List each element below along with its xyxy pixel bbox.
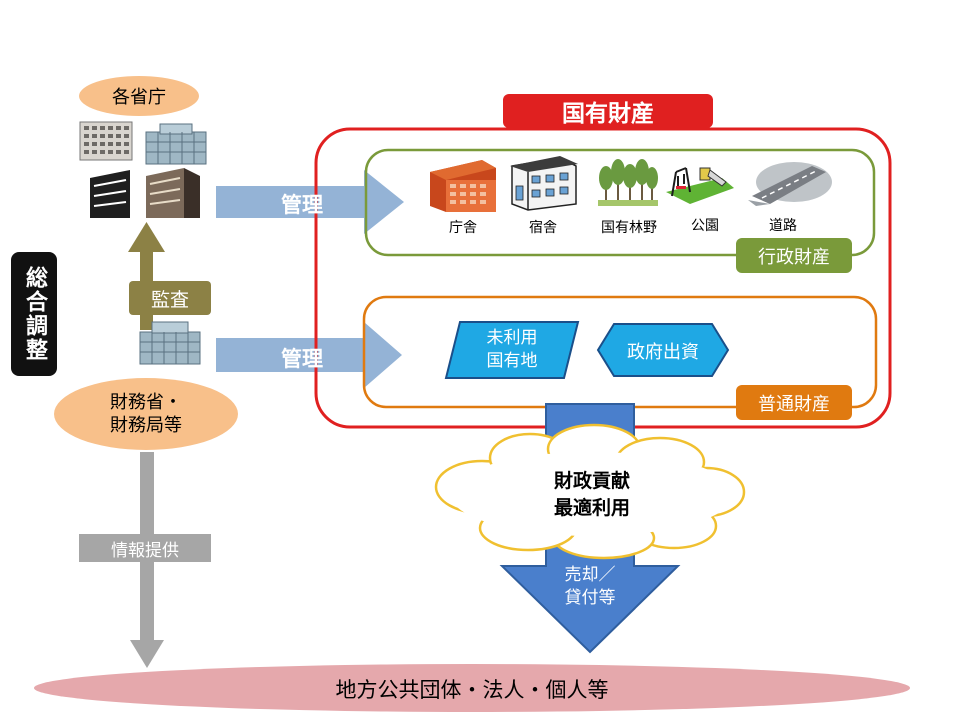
manage-upper-label: 管理 xyxy=(281,193,323,217)
bottom-recipients-label: 地方公共団体・法人・個人等 xyxy=(335,678,609,702)
info-provision-box: 情報提供 xyxy=(79,534,211,562)
sale-lease-line2: 貸付等 xyxy=(564,588,616,608)
state-property-title-box: 国有財産 xyxy=(503,94,713,128)
mof-label-line2: 財務局等 xyxy=(110,415,182,436)
cloud-line1: 財政貢献 xyxy=(553,470,630,492)
general-property-tag: 普通財産 xyxy=(736,385,852,420)
investment-label: 政府出資 xyxy=(627,342,699,363)
investment-shape xyxy=(596,323,730,377)
item-label-park: 公園 xyxy=(691,218,719,234)
ministries-label: 各省庁 xyxy=(112,87,166,108)
manage-lower-label: 管理 xyxy=(281,347,323,371)
unused-land-shape xyxy=(444,321,580,379)
info-provision-label: 情報提供 xyxy=(111,540,179,561)
national-forest-icon xyxy=(598,159,658,206)
ministry-buildings-icon xyxy=(79,121,207,218)
administrative-property-tag: 行政財産 xyxy=(736,238,852,273)
road-icon xyxy=(748,162,832,206)
item-label-office: 庁舎 xyxy=(449,220,477,236)
sale-lease-text: 売却／ 貸付等 xyxy=(540,562,640,612)
ministries-oval: 各省庁 xyxy=(79,76,199,116)
item-label-housing: 宿舎 xyxy=(529,220,557,236)
audit-label: 監査 xyxy=(150,288,189,311)
administrative-property-box xyxy=(364,148,876,257)
manage-arrow-upper xyxy=(216,170,404,234)
manage-arrow-lower xyxy=(216,322,402,388)
audit-box: 監査 xyxy=(129,281,211,315)
unused-land-line2: 国有地 xyxy=(486,351,538,371)
sale-lease-line1: 売却／ xyxy=(564,565,616,585)
unused-land-text: 未利用 国有地 xyxy=(452,323,572,377)
state-property-title: 国有財産 xyxy=(562,101,654,127)
housing-icon xyxy=(510,156,578,211)
cloud-text: 財政貢献 最適利用 xyxy=(500,466,684,524)
mof-oval: 財務省・ 財務局等 xyxy=(54,378,238,450)
general-property-label: 普通財産 xyxy=(758,393,830,415)
coordination-box xyxy=(11,252,57,376)
bottom-ellipse xyxy=(34,664,910,712)
cloud-line2: 最適利用 xyxy=(553,497,630,519)
unused-land-line1: 未利用 xyxy=(486,328,538,348)
item-label-forest: 国有林野 xyxy=(601,220,657,236)
item-label-road: 道路 xyxy=(769,218,797,234)
government-office-icon xyxy=(430,160,496,212)
coordination-label: 総合調整 xyxy=(22,266,47,362)
mof-label-line1: 財務省・ xyxy=(110,392,182,413)
administrative-property-label: 行政財産 xyxy=(758,246,830,268)
park-icon xyxy=(666,167,734,204)
ministry-of-finance-building-icon xyxy=(139,321,201,365)
